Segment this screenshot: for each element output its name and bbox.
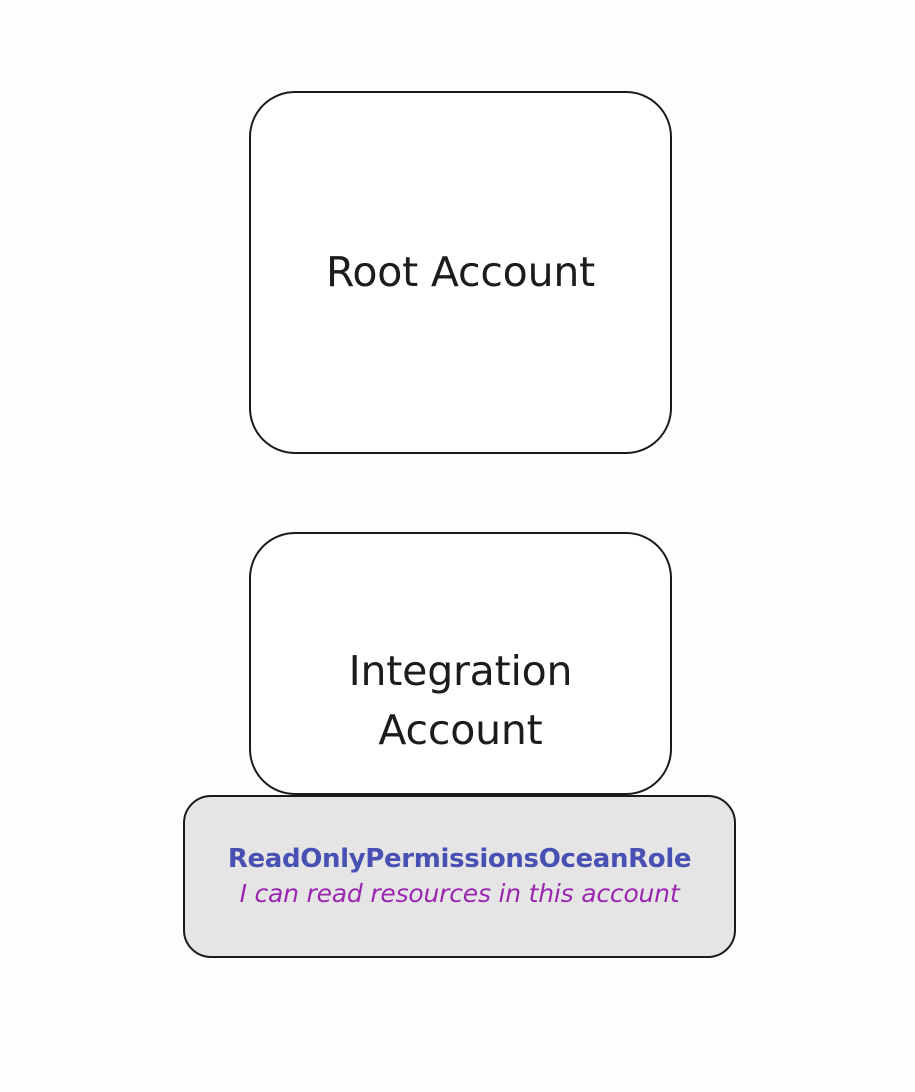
integration-account-label: Integration Account [348,647,573,755]
read-only-role-description: I can read resources in this account [239,878,680,908]
integration-account-node[interactable]: Integration Account [249,532,672,795]
root-account-label: Root Account [325,247,596,296]
read-only-role-node[interactable]: ReadOnlyPermissionsOceanRole I can read … [183,795,736,958]
root-account-node[interactable]: Root Account [249,91,672,454]
read-only-role-title: ReadOnlyPermissionsOceanRole [227,843,692,874]
